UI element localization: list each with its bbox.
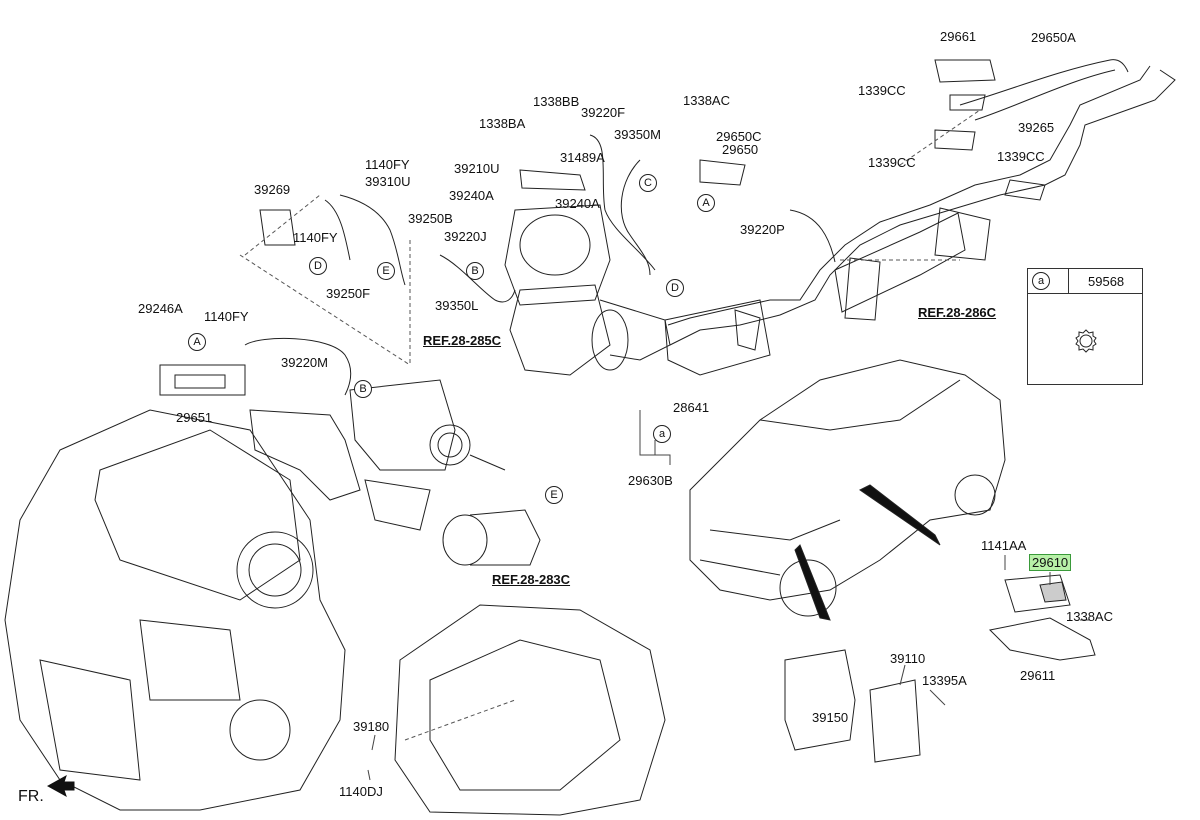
callout-a-lower: a	[653, 425, 671, 443]
part-label-39220f[interactable]: 39220F	[581, 105, 626, 120]
part-label-1339cc[interactable]: 1339CC	[868, 155, 916, 170]
part-label-29661[interactable]: 29661	[940, 29, 977, 44]
part-label-39250f[interactable]: 39250F	[326, 286, 371, 301]
transmission-drawing	[394, 604, 666, 816]
callout-d: D	[309, 257, 327, 275]
ecu-assembly-drawing	[784, 574, 1096, 763]
intake-manifold-drawing	[249, 379, 506, 531]
part-label-29610-highlighted[interactable]: 29610	[1028, 554, 1072, 571]
brackets	[159, 59, 996, 396]
vehicle-drawing	[689, 359, 1006, 617]
part-label-1338ac[interactable]: 1338AC	[683, 93, 730, 108]
part-label-39310u[interactable]: 39310U	[365, 174, 411, 189]
part-label-39350m[interactable]: 39350M	[614, 127, 661, 142]
turbo-dpf-drawing	[504, 159, 746, 376]
callout-c: C	[639, 174, 657, 192]
part-label-39220p[interactable]: 39220P	[740, 222, 785, 237]
ref-label-283c[interactable]: REF.28-283C	[492, 572, 571, 587]
part-label-1140fy[interactable]: 1140FY	[365, 157, 410, 172]
part-label-1140fy[interactable]: 1140FY	[204, 309, 249, 324]
part-label-29650c[interactable]: 29650C	[716, 129, 762, 144]
part-label-1338ac[interactable]: 1338AC	[1066, 609, 1113, 624]
sensor-wires	[244, 59, 1129, 396]
part-label-29650a[interactable]: 29650A	[1031, 30, 1076, 45]
inset-header	[1028, 269, 1142, 294]
callout-b: B	[466, 262, 484, 280]
ref-label-285c[interactable]: REF.28-285C	[423, 333, 502, 348]
part-label-29630b[interactable]: 29630B	[628, 473, 673, 488]
part-label-39180[interactable]: 39180	[353, 719, 390, 734]
hose-drawing	[442, 509, 541, 566]
part-label-39265[interactable]: 39265	[1018, 120, 1055, 135]
inset-key-circle: a	[1032, 272, 1050, 290]
callout-b: B	[354, 380, 372, 398]
part-label-29651[interactable]: 29651	[176, 410, 213, 425]
part-label-1338ba[interactable]: 1338BA	[479, 116, 526, 131]
inset-part-number[interactable]: 59568	[1088, 274, 1125, 289]
callout-d: D	[666, 279, 684, 297]
part-label-31489a[interactable]: 31489A	[560, 150, 605, 165]
part-label-39250b[interactable]: 39250B	[408, 211, 453, 226]
part-label-39110[interactable]: 39110	[890, 651, 926, 666]
part-label-13395a[interactable]: 13395A	[922, 673, 967, 688]
part-label-39350l[interactable]: 39350L	[435, 298, 479, 313]
part-label-1339cc[interactable]: 1339CC	[997, 149, 1045, 164]
inset-divider	[1068, 269, 1069, 293]
part-label-39220m[interactable]: 39220M	[281, 355, 328, 370]
part-label-29246a[interactable]: 29246A	[138, 301, 183, 316]
part-label-39269[interactable]: 39269	[254, 182, 291, 197]
callout-e: E	[545, 486, 563, 504]
part-label-39240a[interactable]: 39240A	[555, 196, 600, 211]
part-label-29650[interactable]: 29650	[722, 142, 759, 157]
part-label-39220j[interactable]: 39220J	[444, 229, 487, 244]
inset-box-59568: a 59568	[1027, 268, 1143, 385]
exhaust-system-drawing	[664, 65, 1176, 376]
part-label-39240a[interactable]: 39240A	[449, 188, 494, 203]
callout-a: A	[697, 194, 715, 212]
part-label-1338bb[interactable]: 1338BB	[533, 94, 580, 109]
callout-e: E	[377, 262, 395, 280]
part-label-28641[interactable]: 28641	[673, 400, 710, 415]
part-label-29611[interactable]: 29611	[1020, 668, 1056, 683]
engine-block-drawing	[4, 409, 346, 811]
front-orientation-label: FR.	[18, 788, 44, 805]
part-label-39210u[interactable]: 39210U	[454, 161, 500, 176]
part-label-1140fy[interactable]: 1140FY	[293, 230, 338, 245]
part-label-1141aa[interactable]: 1141AA	[981, 538, 1027, 553]
gear-washer-icon	[1075, 329, 1097, 353]
ref-label-286c[interactable]: REF.28-286C	[918, 305, 997, 320]
part-label-39150[interactable]: 39150	[812, 710, 849, 725]
part-label-1140dj[interactable]: 1140DJ	[339, 784, 383, 799]
callout-a: A	[188, 333, 206, 351]
leader-lines	[367, 410, 1090, 781]
part-label-1339cc[interactable]: 1339CC	[858, 83, 906, 98]
